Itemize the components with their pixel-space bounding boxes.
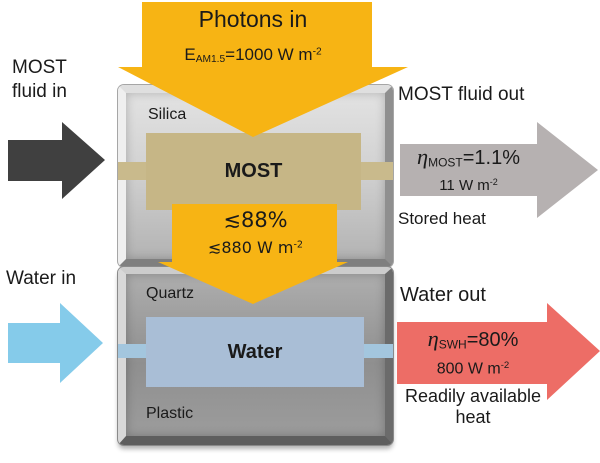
eta-value: =80% bbox=[466, 329, 519, 351]
transmitted-flux-superscript: -2 bbox=[293, 239, 304, 251]
most-flux-superscript: -2 bbox=[489, 176, 498, 187]
water-in-arrow bbox=[8, 303, 103, 383]
photons-in-title: Photons in bbox=[198, 6, 308, 32]
swh-flux-value: 800 W m bbox=[436, 359, 501, 377]
swh-efficiency-line: ηSWH=80% bbox=[399, 327, 547, 357]
most-tube-right bbox=[361, 162, 393, 180]
eta-symbol: η bbox=[427, 326, 439, 351]
readily-line2: heat bbox=[455, 407, 491, 427]
water-tube-left bbox=[118, 344, 146, 358]
swh-efficiency-text: ηSWH=80% 800 W m-2 bbox=[399, 327, 547, 378]
most-flux-value: 11 W m bbox=[439, 176, 490, 194]
eta-subscript: SWH bbox=[438, 337, 467, 352]
water-reactor-box: Water bbox=[146, 317, 364, 387]
energy-superscript: -2 bbox=[312, 46, 322, 58]
most-fluid-in-arrow bbox=[8, 122, 105, 199]
readily-line1: Readily available bbox=[404, 386, 542, 406]
eta-symbol: η bbox=[416, 144, 429, 169]
most-flux-line: 11 W m-2 bbox=[400, 174, 537, 194]
most-reactor-box: MOST bbox=[146, 133, 361, 210]
swh-flux-line: 800 W m-2 bbox=[399, 357, 547, 378]
most-efficiency-text: ηMOST=1.1% 11 W m-2 bbox=[400, 144, 537, 194]
silica-layer-label: Silica bbox=[148, 106, 187, 123]
water-tube-right bbox=[364, 344, 393, 358]
energy-subscript: AM1.5 bbox=[195, 54, 226, 66]
readily-available-heat-caption: Readily available heat bbox=[391, 386, 555, 428]
photons-energy-value: EAM1.5=1000 W m-2 bbox=[143, 45, 363, 65]
water-reactor-label: Water bbox=[227, 340, 283, 363]
transmitted-flux: ≲880 W m-2 bbox=[173, 238, 338, 257]
most-fluid-in-label: MOST fluid in bbox=[12, 56, 67, 104]
transmitted-percent: ≲88% bbox=[223, 208, 288, 232]
most-fluid-in-line1: MOST bbox=[12, 57, 67, 78]
eta-subscript: MOST bbox=[428, 155, 463, 170]
stored-heat-caption: Stored heat bbox=[398, 209, 486, 228]
eta-value: =1.1% bbox=[462, 147, 521, 169]
quartz-layer-label: Quartz bbox=[146, 285, 195, 302]
most-fluid-out-title: MOST fluid out bbox=[398, 84, 525, 105]
water-in-label: Water in bbox=[6, 268, 77, 289]
most-reactor-label: MOST bbox=[224, 160, 283, 182]
water-out-title: Water out bbox=[400, 284, 486, 306]
most-fluid-in-line2: fluid in bbox=[12, 81, 67, 102]
swh-flux-superscript: -2 bbox=[500, 359, 510, 371]
most-tube-left bbox=[118, 162, 146, 180]
transmitted-flux-value: ≲880 W m bbox=[207, 238, 294, 257]
energy-amount: =1000 W m bbox=[225, 45, 313, 64]
most-efficiency-line: ηMOST=1.1% bbox=[400, 144, 537, 174]
energy-symbol: E bbox=[184, 45, 196, 64]
plastic-layer-label: Plastic bbox=[146, 405, 194, 422]
